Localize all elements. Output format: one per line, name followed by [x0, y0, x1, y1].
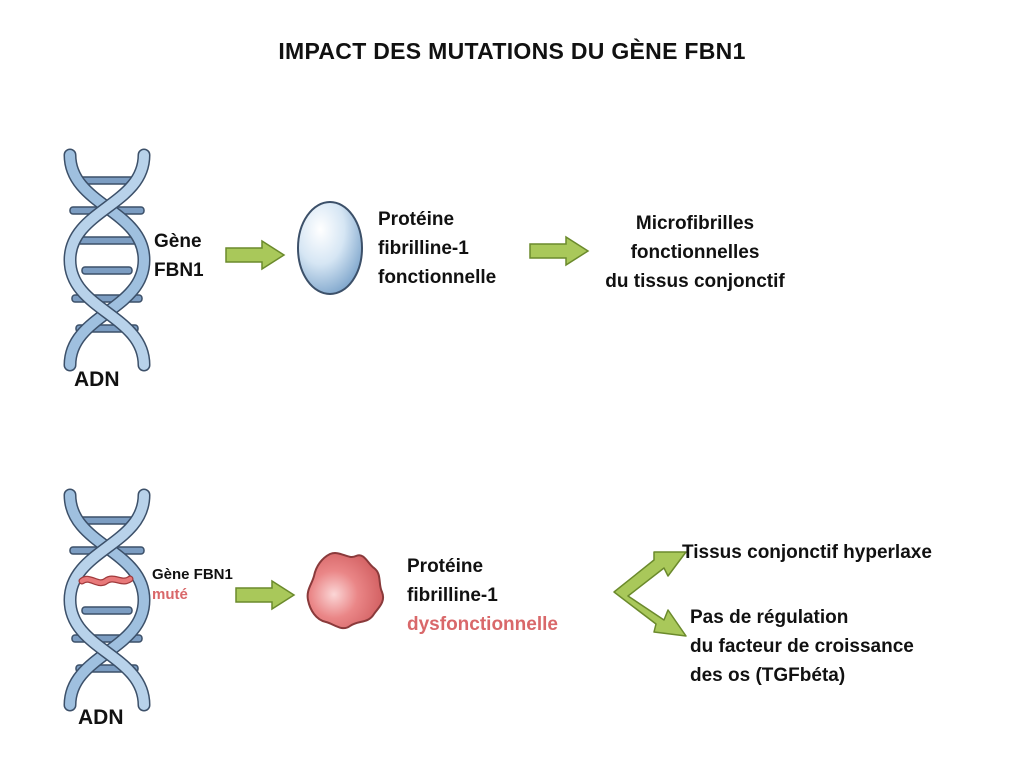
deformed-protein-icon [306, 552, 384, 630]
round-protein-icon [297, 201, 363, 295]
mutated-gene-label: Gène FBN1 muté [152, 565, 233, 605]
protein-label-line: fonctionnelle [378, 267, 497, 288]
result-label-line: du tissus conjonctif [605, 271, 785, 292]
outcome-tgf: Pas de régulation du facteur de croissan… [690, 603, 914, 690]
dysfunction-label: dysfonctionnelle [407, 614, 558, 635]
dna-label: ADN [78, 706, 124, 729]
protein-label: Protéine fibrilline-1 dysfonctionnelle [407, 552, 558, 639]
protein-label-line: fibrilline-1 [378, 238, 469, 259]
arrow-right-icon [529, 235, 590, 267]
protein-label-line: Protéine [378, 209, 455, 230]
dna-helix-icon [63, 148, 151, 372]
protein-label: Protéine fibrilline-1 fonctionnelle [378, 205, 496, 292]
result-label-line: Microfibrilles [635, 213, 755, 234]
dna-label: ADN [74, 368, 120, 391]
outcome-line: Pas de régulation [690, 607, 849, 628]
dna-helix-icon [63, 488, 151, 712]
gene-label-line: Gène FBN1 [152, 566, 233, 583]
result-label: Microfibrilles fonctionnelles du tissus … [585, 209, 805, 296]
protein-label-line: Protéine [407, 556, 484, 577]
gene-label-line: FBN1 [154, 260, 204, 281]
arrow-right-icon [235, 579, 296, 611]
outcome-line: des os (TGFbéta) [690, 665, 846, 686]
gene-label-line: Gène [154, 231, 202, 252]
result-label-line: fonctionnelles [630, 242, 760, 263]
arrow-right-icon [225, 239, 286, 271]
gene-label: Gène FBN1 [154, 227, 204, 285]
mutated-label: muté [152, 586, 188, 603]
protein-label-line: fibrilline-1 [407, 585, 498, 606]
outcome-hyperlax: Tissus conjonctif hyperlaxe [682, 542, 932, 563]
outcome-line: du facteur de croissance [690, 636, 914, 657]
forked-arrow-icon [613, 551, 687, 637]
diagram-title: IMPACT DES MUTATIONS DU GÈNE FBN1 [278, 38, 746, 64]
